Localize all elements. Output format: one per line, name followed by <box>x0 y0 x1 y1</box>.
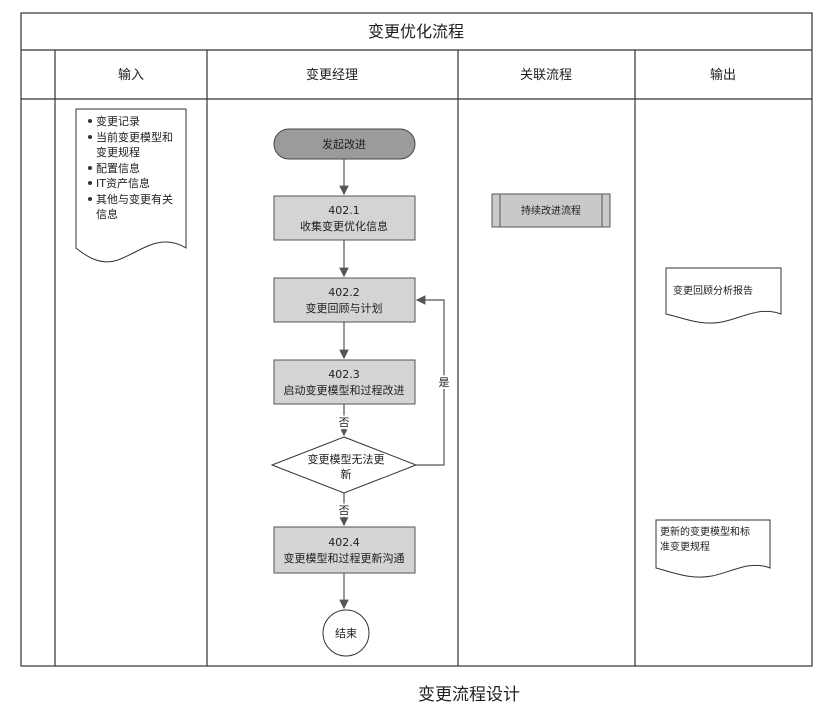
output-document-review-report <box>665 267 782 324</box>
end-label: 结束 <box>335 627 357 640</box>
step-402-4 <box>273 526 416 574</box>
output-document-updated-model <box>655 519 771 578</box>
input-item-current-model-cont: 变更规程 <box>96 145 140 159</box>
input-item-it-asset: IT资产信息 <box>96 176 150 190</box>
no-label-1: 否 <box>339 416 350 429</box>
step-402-4-id: 402.4 <box>328 536 360 549</box>
step-402-1-id: 402.1 <box>328 204 360 217</box>
output-updated-model-line2: 准变更规程 <box>660 540 710 553</box>
diagram-title: 变更优化流程 <box>368 22 464 41</box>
step-402-3-label: 启动变更模型和过程改进 <box>284 383 405 397</box>
step-402-2-label: 变更回顾与计划 <box>306 301 383 315</box>
step-402-1-label: 收集变更优化信息 <box>300 219 388 233</box>
related-process-label: 持续改进流程 <box>521 204 581 217</box>
no-label-2: 否 <box>339 504 350 517</box>
output-review-report-label: 变更回顾分析报告 <box>673 284 753 297</box>
step-402-4-label: 变更模型和过程更新沟通 <box>284 551 405 565</box>
decision-label-line2: 新 <box>341 467 352 481</box>
decision-label-line1: 变更模型无法更 <box>308 452 385 466</box>
yes-label: 是 <box>439 376 450 389</box>
lane-header-input: 输入 <box>118 67 144 83</box>
input-item-config-info: 配置信息 <box>96 161 140 175</box>
input-item-current-model: 当前变更模型和 <box>96 130 173 144</box>
diagram-frame <box>20 12 813 667</box>
input-item-change-record: 变更记录 <box>96 114 140 128</box>
input-item-other: 其他与变更有关 <box>96 192 173 206</box>
yes-loop-connector <box>415 295 445 466</box>
step-402-2-id: 402.2 <box>328 286 360 299</box>
step-402-1 <box>273 195 416 241</box>
figure-caption: 变更流程设计 <box>418 685 520 705</box>
related-process-box <box>491 193 611 228</box>
input-bullets <box>88 119 92 201</box>
input-item-other-cont: 信息 <box>96 207 118 221</box>
step-402-2 <box>273 277 416 323</box>
lane-header-change-manager: 变更经理 <box>306 67 358 83</box>
output-updated-model-line1: 更新的变更模型和标 <box>660 525 750 538</box>
end-circle <box>322 609 370 657</box>
step-402-3-id: 402.3 <box>328 368 360 381</box>
input-document <box>75 108 187 263</box>
lane-header-output: 输出 <box>710 67 736 83</box>
step-402-3 <box>273 359 416 405</box>
lane-header-related-process: 关联流程 <box>520 68 572 83</box>
start-label: 发起改进 <box>322 137 366 151</box>
